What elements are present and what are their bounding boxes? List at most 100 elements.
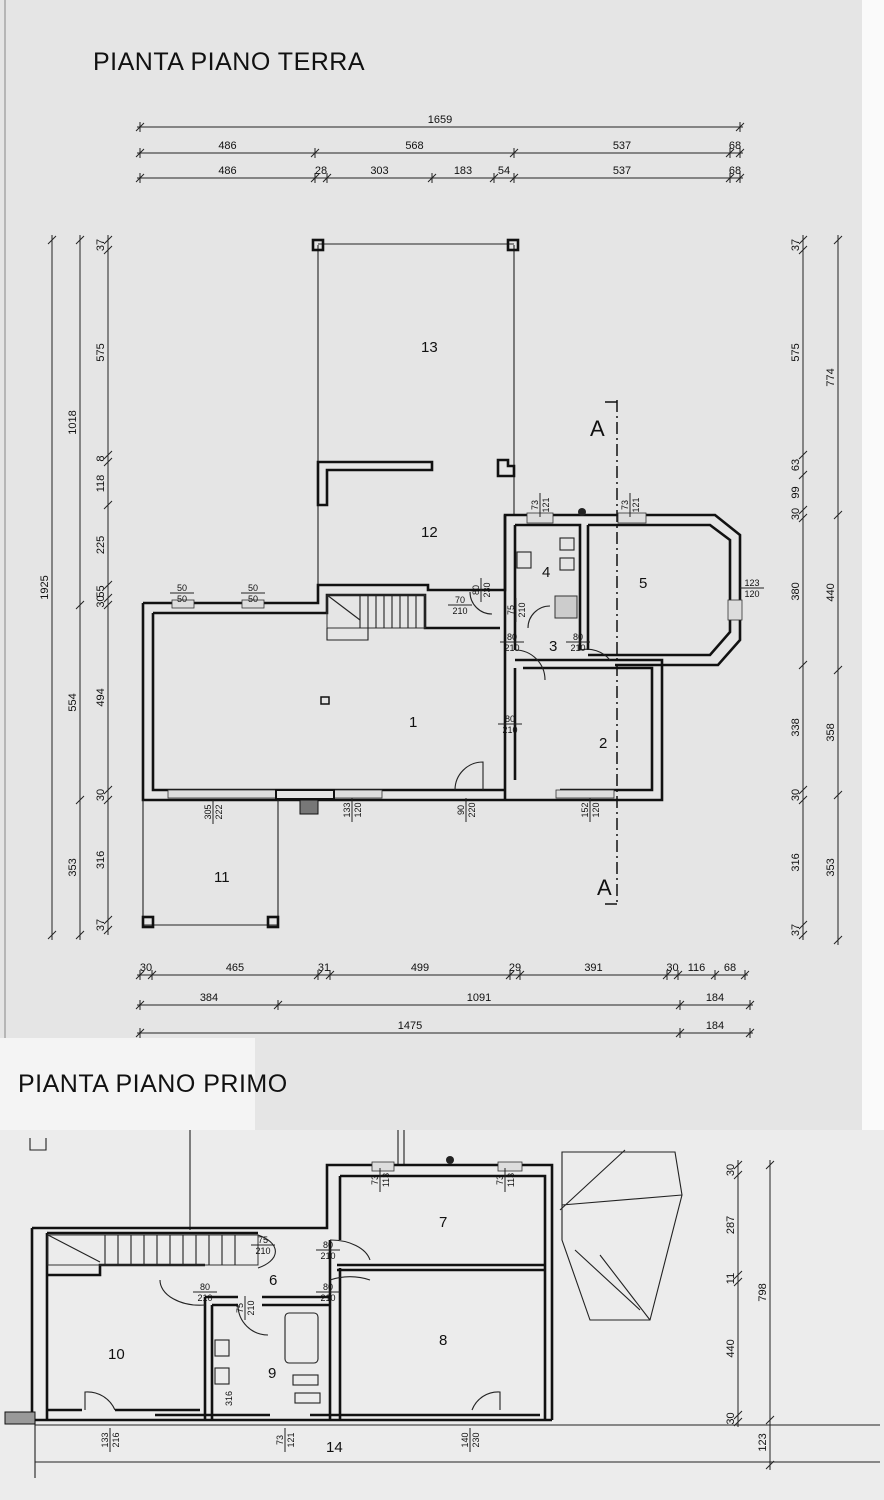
door-swing [469,591,493,615]
first-floor-title-box [0,1038,255,1130]
outer-wall-left [30,1228,49,1420]
dimension-label: 63 [790,459,802,471]
dimension-label: 316 [95,851,107,869]
bidet-icon [559,557,575,571]
window [497,1161,523,1172]
window [727,599,743,621]
opening-width: 75 [506,605,516,615]
opening-width: 152 [580,802,590,817]
dimension-label: 8 [95,455,107,461]
room-13-label: 13 [421,339,438,356]
opening-height: 222 [214,804,224,819]
opening-width: 73 [620,500,630,510]
door-swing [514,649,546,681]
opening-height: 121 [286,1432,296,1447]
dimension-label: 68 [729,165,741,177]
balcony-outline [34,1420,880,1478]
opening-width: 80 [471,585,481,595]
opening-height: 230 [471,1432,481,1447]
opening-height: 210 [320,1251,335,1261]
dimension-label: 11 [725,1273,737,1284]
dimension-label: 30 [725,1164,737,1176]
wall-l [316,460,434,507]
dimension-label: 184 [706,992,724,1004]
entrance-door-swing [454,761,484,791]
first-floor-title: PIANTA PIANO PRIMO [18,1070,288,1098]
sink-icon [214,1339,230,1357]
dimension-label: 358 [825,723,837,741]
opening-width: 50 [177,583,187,593]
dimension-label: 30 [790,508,802,520]
opening-height: 210 [197,1293,212,1303]
dimension-label: 338 [790,718,802,736]
inner-wall [47,1174,547,1420]
wall-bath [203,1295,330,1420]
opening-height: 120 [353,802,363,817]
post [311,238,325,252]
paper-sheet-first [0,1130,884,1500]
paper-sheet-ground [0,0,862,1130]
section-marker-top: A [590,416,605,441]
bidet-icon [292,1374,319,1386]
dimension-label: 123 [757,1433,769,1451]
dimension-label: 37 [790,239,802,251]
window [241,599,265,609]
post [506,238,520,252]
dimension-label: 440 [825,583,837,601]
opening-width: 75 [258,1235,268,1245]
opening-height: 113 [506,1173,516,1187]
opening-height: 210 [504,643,519,653]
opening-height: 210 [320,1293,335,1303]
dimension-label: 575 [95,343,107,361]
room-2-label: 2 [599,735,607,752]
dimension-label: 30 [95,595,107,607]
dimension-label: 1925 [39,575,51,599]
room-12-label: 12 [421,524,438,541]
section-marker-bottom: A [597,875,612,900]
staircase [326,594,426,641]
chimney [299,799,319,815]
dimension-label: 184 [706,1020,724,1032]
opening-width: 123 [744,578,759,588]
window [617,512,647,524]
ground-floor-plan: A A 13 12 4 5 3 1 2 11 [141,238,743,929]
opening-width: 73 [530,500,540,510]
downpipe [446,1156,454,1164]
dimension-label: 1659 [428,114,452,126]
chimney [4,1411,36,1425]
dimension-label: 183 [454,165,472,177]
wall-corridor [328,1240,342,1420]
dimension-label: 568 [405,140,423,152]
dimension-label: 225 [95,536,107,554]
door-swing [579,648,611,661]
dimension-label: 28 [315,165,327,177]
staircase [47,1234,259,1266]
window [333,789,383,799]
dimension-label: 440 [725,1339,737,1357]
dimension-label: 391 [584,962,602,974]
downpipe [578,508,586,516]
dimension-label: 37 [95,919,107,931]
room-14-label: 14 [326,1439,343,1456]
dimension-label: 486 [218,140,236,152]
dimension-label: 303 [370,165,388,177]
sink-icon [214,1367,230,1385]
dimension-label: 30 [95,789,107,801]
opening-width: 140 [460,1432,470,1447]
dimension-label: 1091 [467,992,491,1004]
porch-outline [142,800,279,926]
column [320,696,330,705]
room-6-label: 6 [269,1272,277,1289]
window [167,789,277,799]
